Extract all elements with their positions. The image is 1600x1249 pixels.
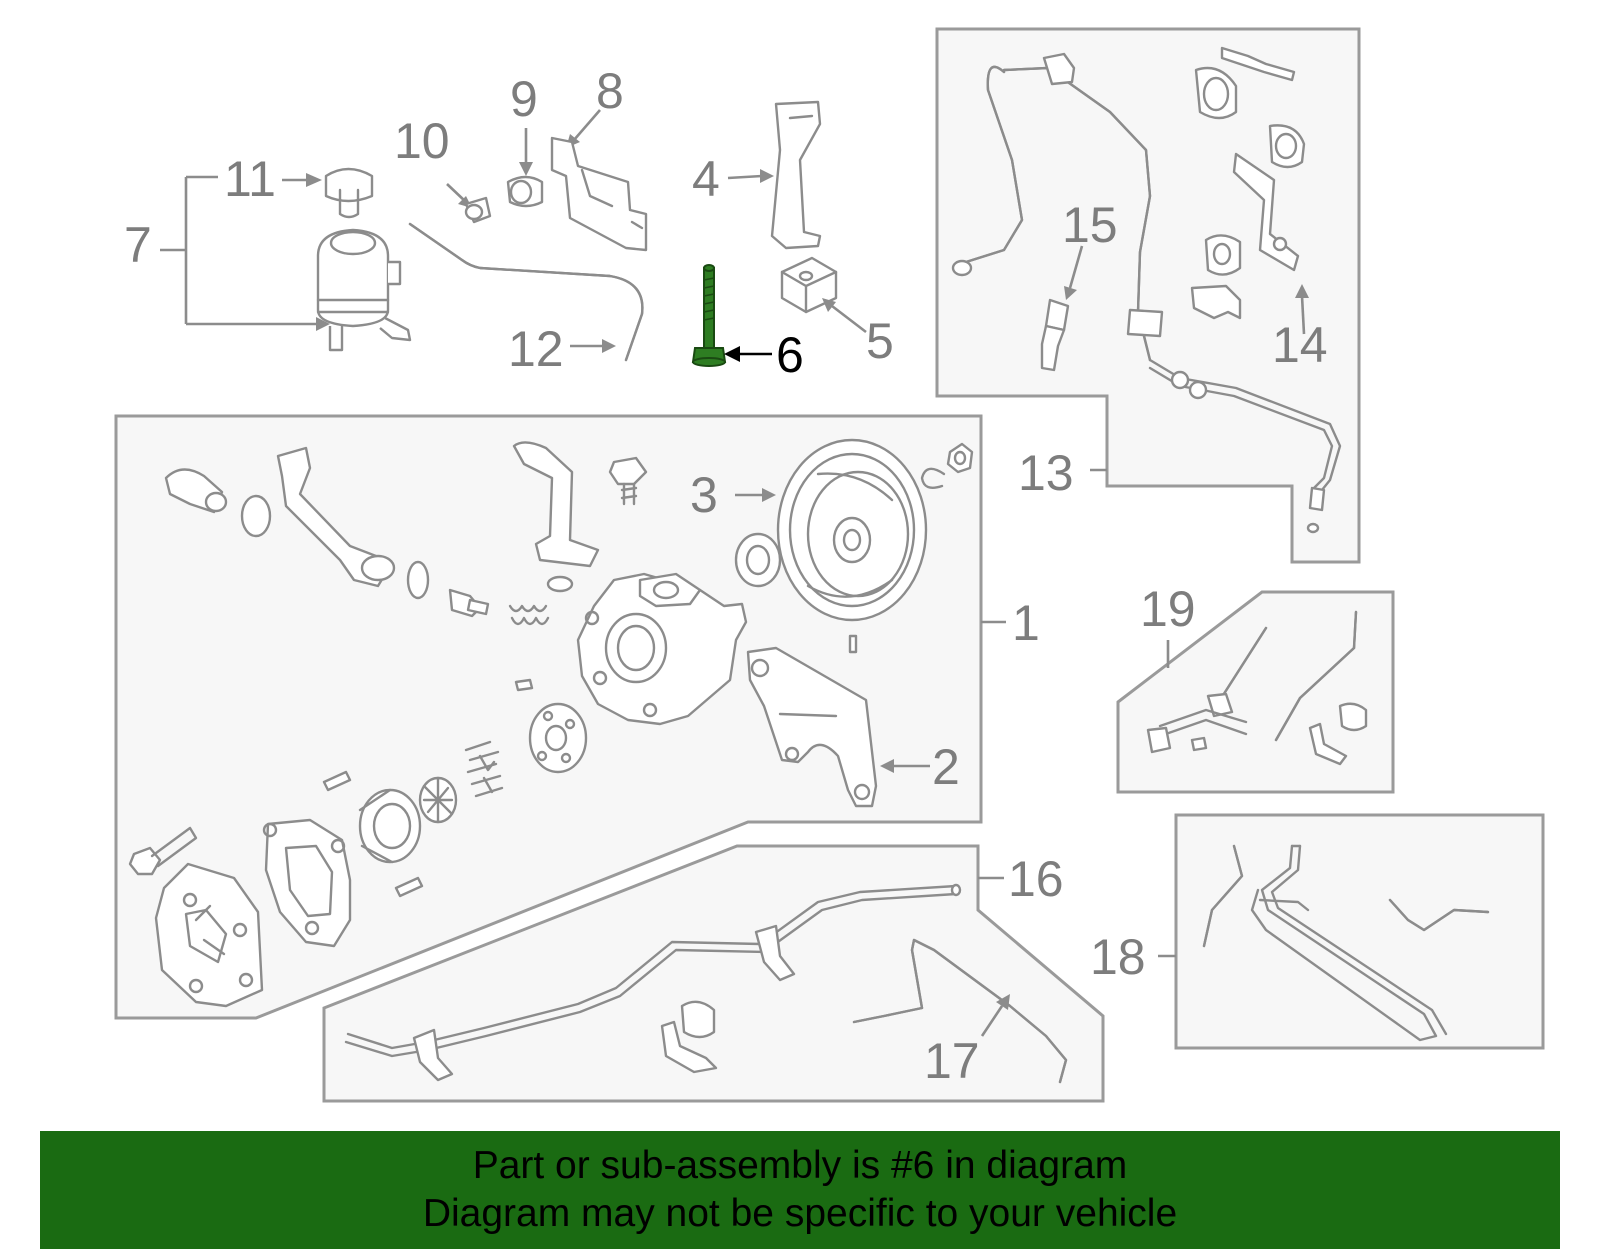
callout-9: 9 — [510, 71, 538, 127]
callout-16: 16 — [1008, 851, 1064, 907]
hose-part-17 — [852, 938, 1068, 1084]
info-banner: Part or sub-assembly is #6 in diagram Di… — [40, 1131, 1560, 1249]
callout-7: 7 — [124, 217, 152, 273]
reservoir-assembly — [160, 175, 412, 352]
bracket-part-2 — [746, 646, 930, 808]
grommet-part-10 — [446, 183, 492, 224]
callout-18: 18 — [1090, 929, 1146, 985]
banner-line-2: Diagram may not be specific to your vehi… — [422, 1192, 1178, 1235]
return-line-part-16 — [344, 876, 1004, 1082]
callout-3: 3 — [690, 467, 718, 523]
callout-6[interactable]: 6 — [776, 327, 804, 383]
callout-17: 17 — [924, 1033, 980, 1089]
cooler-part-18 — [1158, 844, 1490, 1042]
callout-3-arrow — [762, 488, 776, 502]
hose-kit-part-19 — [1146, 610, 1368, 766]
callout-4: 4 — [692, 151, 720, 207]
callout-13: 13 — [1018, 445, 1074, 501]
callout-1: 1 — [1012, 595, 1040, 651]
bracket-part-8 — [550, 109, 648, 252]
callout-14: 14 — [1272, 317, 1328, 373]
callout-2: 2 — [932, 739, 960, 795]
callout-5: 5 — [866, 313, 894, 369]
callout-12: 12 — [508, 321, 564, 377]
bushing-part-9 — [506, 128, 544, 208]
fitting-part-15 — [1040, 245, 1084, 372]
panel-16-return-line — [322, 844, 1105, 1103]
reservoir-cap — [324, 167, 374, 219]
banner-line-1: Part or sub-assembly is #6 in diagram — [472, 1144, 1128, 1187]
bolt-part-6-highlighted[interactable] — [691, 264, 727, 367]
callout-19: 19 — [1140, 581, 1196, 637]
callout-11: 11 — [224, 151, 276, 207]
bracket-part-4 — [727, 100, 822, 250]
block-part-5 — [780, 256, 867, 334]
callout-8: 8 — [596, 63, 624, 119]
clamps-part-14 — [1190, 46, 1309, 335]
pump-assembly-parts — [128, 438, 974, 1008]
callout-15: 15 — [1062, 197, 1118, 253]
panel-13-pressure-hose — [935, 27, 1361, 564]
callout-10: 10 — [394, 113, 450, 169]
panel-18-cooler — [1174, 813, 1545, 1050]
pressure-hose-part-13 — [951, 52, 1342, 534]
callout-6-arrow — [724, 346, 740, 362]
hose-part-12 — [408, 222, 644, 362]
